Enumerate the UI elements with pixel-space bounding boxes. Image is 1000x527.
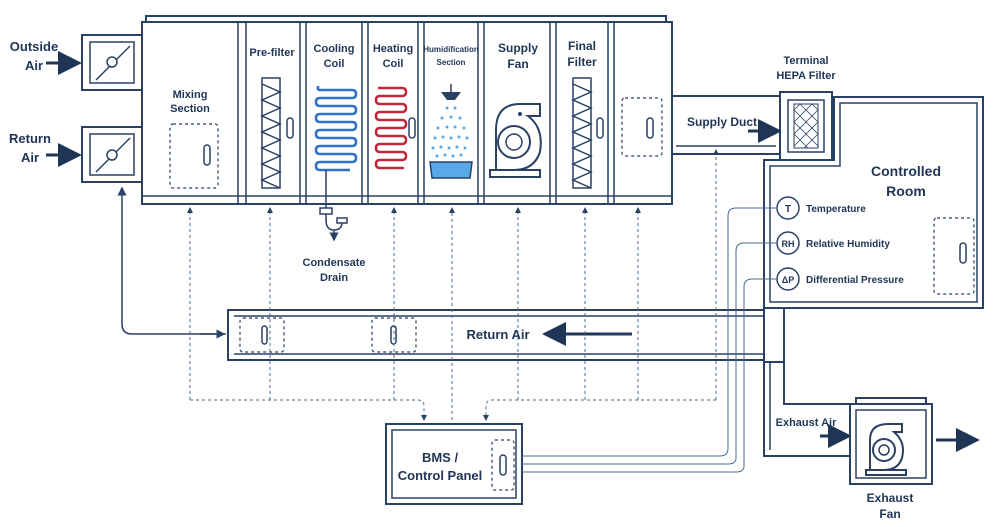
final-filter-section: Final Filter xyxy=(567,39,604,189)
panel-handle-icon[interactable] xyxy=(286,117,294,139)
panel-handle-icon[interactable] xyxy=(596,117,604,139)
access-panel[interactable] xyxy=(239,317,285,353)
spray-nozzle-icon xyxy=(441,92,461,100)
bms-control-panel: BMS / Control Panel xyxy=(385,423,523,505)
condensate-label-2: Drain xyxy=(320,272,348,284)
panel-handle-icon[interactable] xyxy=(203,144,211,166)
sensor-label: Temperature xyxy=(806,204,866,215)
supply-fan-label-1: Supply xyxy=(498,41,538,55)
exhaust-duct: Exhaust Air xyxy=(763,361,852,457)
return-air-inlet: Return Air xyxy=(9,131,82,167)
heating-coil-section: Heating Coil xyxy=(373,43,416,170)
damper-pivot-icon xyxy=(106,56,118,68)
panel-handle-icon[interactable] xyxy=(646,117,654,139)
filter-media-icon xyxy=(260,83,282,189)
supply-duct-label: Supply Duct xyxy=(687,115,757,129)
panel-handle-icon[interactable] xyxy=(499,454,507,476)
exhaust-fan-icon xyxy=(865,423,907,476)
mixing-label-1: Mixing xyxy=(173,89,208,101)
humidity-sensor-icon xyxy=(776,231,800,255)
humidification-label-1: Humidification xyxy=(423,45,479,54)
cooling-label-2: Coil xyxy=(324,58,345,70)
heating-coil-icon xyxy=(374,86,408,170)
heating-label-1: Heating xyxy=(373,43,413,55)
hepa-label-2: HEPA Filter xyxy=(776,70,836,82)
sensor-humidity: RH Relative Humidity xyxy=(776,231,890,255)
return-duct-label: Return Air xyxy=(466,327,529,342)
sensor-label: Differential Pressure xyxy=(806,275,904,286)
return-air-duct: Return Air xyxy=(227,307,785,363)
fan-icon xyxy=(489,103,542,178)
prefilter-label: Pre-filter xyxy=(249,47,295,59)
supply-fan-label-2: Fan xyxy=(507,57,528,71)
exhaust-air-label: Exhaust Air xyxy=(776,417,837,429)
sensor-symbol: T xyxy=(785,204,791,215)
mixing-section: Mixing Section xyxy=(169,89,219,189)
return-air-damper xyxy=(81,126,143,183)
supply-fan-section: Supply Fan xyxy=(489,41,542,178)
recirculation-line xyxy=(117,186,226,335)
sensor-pressure: ΔP Differential Pressure xyxy=(776,267,904,291)
outside-air-damper xyxy=(81,34,143,91)
cooling-coil-section: Cooling Coil Condensate Drain xyxy=(303,43,366,284)
access-panel[interactable] xyxy=(491,439,515,491)
final-filter-label-2: Filter xyxy=(567,55,597,69)
controlled-room: Controlled Room T Temperature RH Relativ… xyxy=(763,96,984,309)
sensor-symbol: RH xyxy=(782,239,795,249)
hepa-media-icon xyxy=(793,103,819,149)
room-title-2: Room xyxy=(886,183,926,199)
return-air-label-1: Return xyxy=(9,131,51,146)
humidification-label-2: Section xyxy=(437,58,466,67)
outlet-access-section xyxy=(621,97,663,157)
temperature-sensor-icon xyxy=(776,196,800,220)
condensate-label-1: Condensate xyxy=(303,257,366,269)
access-panel[interactable] xyxy=(371,317,417,353)
access-panel[interactable] xyxy=(933,217,975,295)
exhaust-fan-label-1: Exhaust xyxy=(867,491,914,505)
damper-pivot-icon xyxy=(106,149,118,161)
supply-duct: Supply Duct xyxy=(671,95,782,155)
outside-air-label-1: Outside xyxy=(10,39,58,54)
bms-label-1: BMS / xyxy=(422,450,459,465)
panel-handle-icon[interactable] xyxy=(390,325,397,345)
mixing-label-2: Section xyxy=(170,103,210,115)
sensor-signal-lines xyxy=(522,207,776,473)
sensor-symbol: ΔP xyxy=(782,275,794,285)
room-title-1: Controlled xyxy=(871,163,941,179)
final-filter-label-1: Final xyxy=(568,39,596,53)
water-spray-icon xyxy=(431,106,469,158)
humidification-section: Humidification Section xyxy=(423,45,479,179)
panel-handle-icon[interactable] xyxy=(261,325,268,345)
water-tray-icon xyxy=(429,161,473,179)
panel-handle-icon[interactable] xyxy=(408,117,416,139)
access-panel[interactable] xyxy=(169,123,219,189)
sensor-temperature: T Temperature xyxy=(776,196,866,220)
prefilter-section: Pre-filter xyxy=(249,47,295,189)
control-lines xyxy=(187,149,719,421)
heating-label-2: Coil xyxy=(383,58,404,70)
exhaust-fan: Exhaust Fan xyxy=(849,397,933,521)
hepa-label-1: Terminal xyxy=(783,55,828,67)
outside-air-label-2: Air xyxy=(25,58,43,73)
exhaust-fan-label-2: Fan xyxy=(879,507,900,521)
pressure-sensor-icon xyxy=(776,267,800,291)
panel-handle-icon[interactable] xyxy=(959,242,967,264)
bms-label-2: Control Panel xyxy=(398,468,483,483)
outside-air-inlet: Outside Air xyxy=(10,39,82,75)
return-air-label-2: Air xyxy=(21,150,39,165)
sensor-label: Relative Humidity xyxy=(806,239,890,250)
cooling-coil-icon xyxy=(314,88,358,172)
filter-media-icon xyxy=(571,83,593,189)
terminal-hepa-filter: Terminal HEPA Filter xyxy=(776,55,836,161)
cooling-label-1: Cooling xyxy=(314,43,355,55)
